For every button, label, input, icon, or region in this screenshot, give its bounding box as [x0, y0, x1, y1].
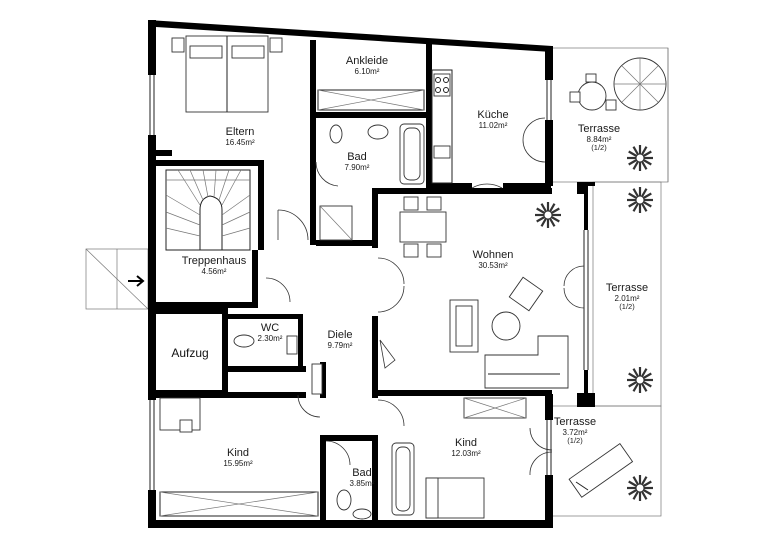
room-name: Küche	[477, 109, 509, 121]
room-area: 6.10m²	[354, 66, 380, 76]
living-furniture	[449, 276, 569, 389]
room-area: 8.84m²	[586, 134, 612, 144]
bad2-fixtures	[336, 442, 415, 520]
room-area: 3.72m²	[562, 427, 588, 437]
room-name: Terrasse	[605, 282, 649, 294]
room-area: 16.45m²	[225, 137, 255, 147]
patio-table-set	[569, 57, 667, 111]
room-diele: Diele 9.79m²	[327, 329, 353, 350]
plant-icon	[535, 202, 561, 228]
room-terrasse-1: Terrasse 8.84m² (1/2)	[577, 123, 621, 152]
room-share: (1/2)	[567, 435, 583, 445]
room-area: 30.53m²	[478, 260, 508, 270]
room-area: 9.79m²	[327, 340, 353, 350]
room-wohnen: Wohnen 30.53m²	[472, 249, 514, 270]
room-ankleide: Ankleide 6.10m²	[345, 55, 389, 76]
room-area: 15.95m²	[223, 458, 253, 468]
plant-icon	[627, 145, 653, 171]
room-kueche: Küche 11.02m²	[477, 109, 509, 130]
room-area: 2.01m²	[614, 293, 640, 303]
room-name: Kind	[454, 437, 478, 449]
room-area: 4.56m²	[201, 266, 227, 276]
wardrobe	[317, 89, 425, 111]
room-bad-2: Bad 3.85m²	[349, 467, 375, 488]
room-kind-1: Kind 12.03m²	[451, 437, 481, 458]
room-name: Ankleide	[345, 55, 389, 67]
kitchen-counter	[431, 69, 453, 184]
room-area: 7.90m²	[344, 162, 370, 172]
room-terrasse-2: Terrasse 2.01m² (1/2)	[605, 282, 649, 311]
entrance-arrow-icon	[128, 275, 145, 287]
room-name: Bad	[352, 467, 372, 479]
room-treppenhaus: Treppenhaus 4.56m²	[181, 255, 247, 276]
room-share: (1/2)	[591, 142, 607, 152]
staircase	[165, 169, 251, 251]
room-name: Terrasse	[553, 416, 597, 428]
room-eltern: Eltern 16.45m²	[225, 126, 255, 147]
room-name: Diele	[327, 329, 353, 341]
dining-table	[399, 196, 447, 258]
entrance-landing	[85, 248, 149, 310]
room-wc: WC 2.30m²	[257, 322, 283, 343]
room-area: 2.30m²	[257, 333, 283, 343]
room-name: Eltern	[225, 126, 255, 138]
interior-walls	[156, 40, 552, 525]
bathroom-fixtures	[319, 123, 425, 241]
windows	[146, 75, 590, 490]
sun-lounger	[568, 443, 634, 498]
room-name: Terrasse	[577, 123, 621, 135]
room-name: Kind	[226, 447, 250, 459]
room-area: 12.03m²	[451, 448, 481, 458]
room-area: 11.02m²	[478, 120, 508, 130]
plant-icon	[627, 367, 653, 393]
room-terrasse-3: Terrasse 3.72m² (1/2)	[553, 416, 597, 445]
room-bad-1: Bad 7.90m²	[344, 151, 370, 172]
room-area: 3.85m²	[349, 478, 375, 488]
terrace-outlines	[549, 47, 669, 517]
room-share: (1/2)	[619, 301, 635, 311]
double-bed	[171, 35, 283, 113]
plant-icon	[627, 475, 653, 501]
room-aufzug: Aufzug	[171, 346, 209, 360]
plants	[535, 145, 653, 501]
room-kind-2: Kind 15.95m²	[223, 447, 253, 468]
plant-icon	[627, 187, 653, 213]
kind1-furniture	[425, 397, 527, 519]
wc-fixtures	[233, 334, 323, 395]
kind2-furniture	[159, 397, 319, 517]
doors	[265, 117, 585, 476]
room-name: Wohnen	[472, 249, 514, 261]
room-name: Treppenhaus	[181, 255, 247, 267]
room-name: Bad	[347, 151, 367, 163]
room-name: WC	[260, 322, 280, 334]
